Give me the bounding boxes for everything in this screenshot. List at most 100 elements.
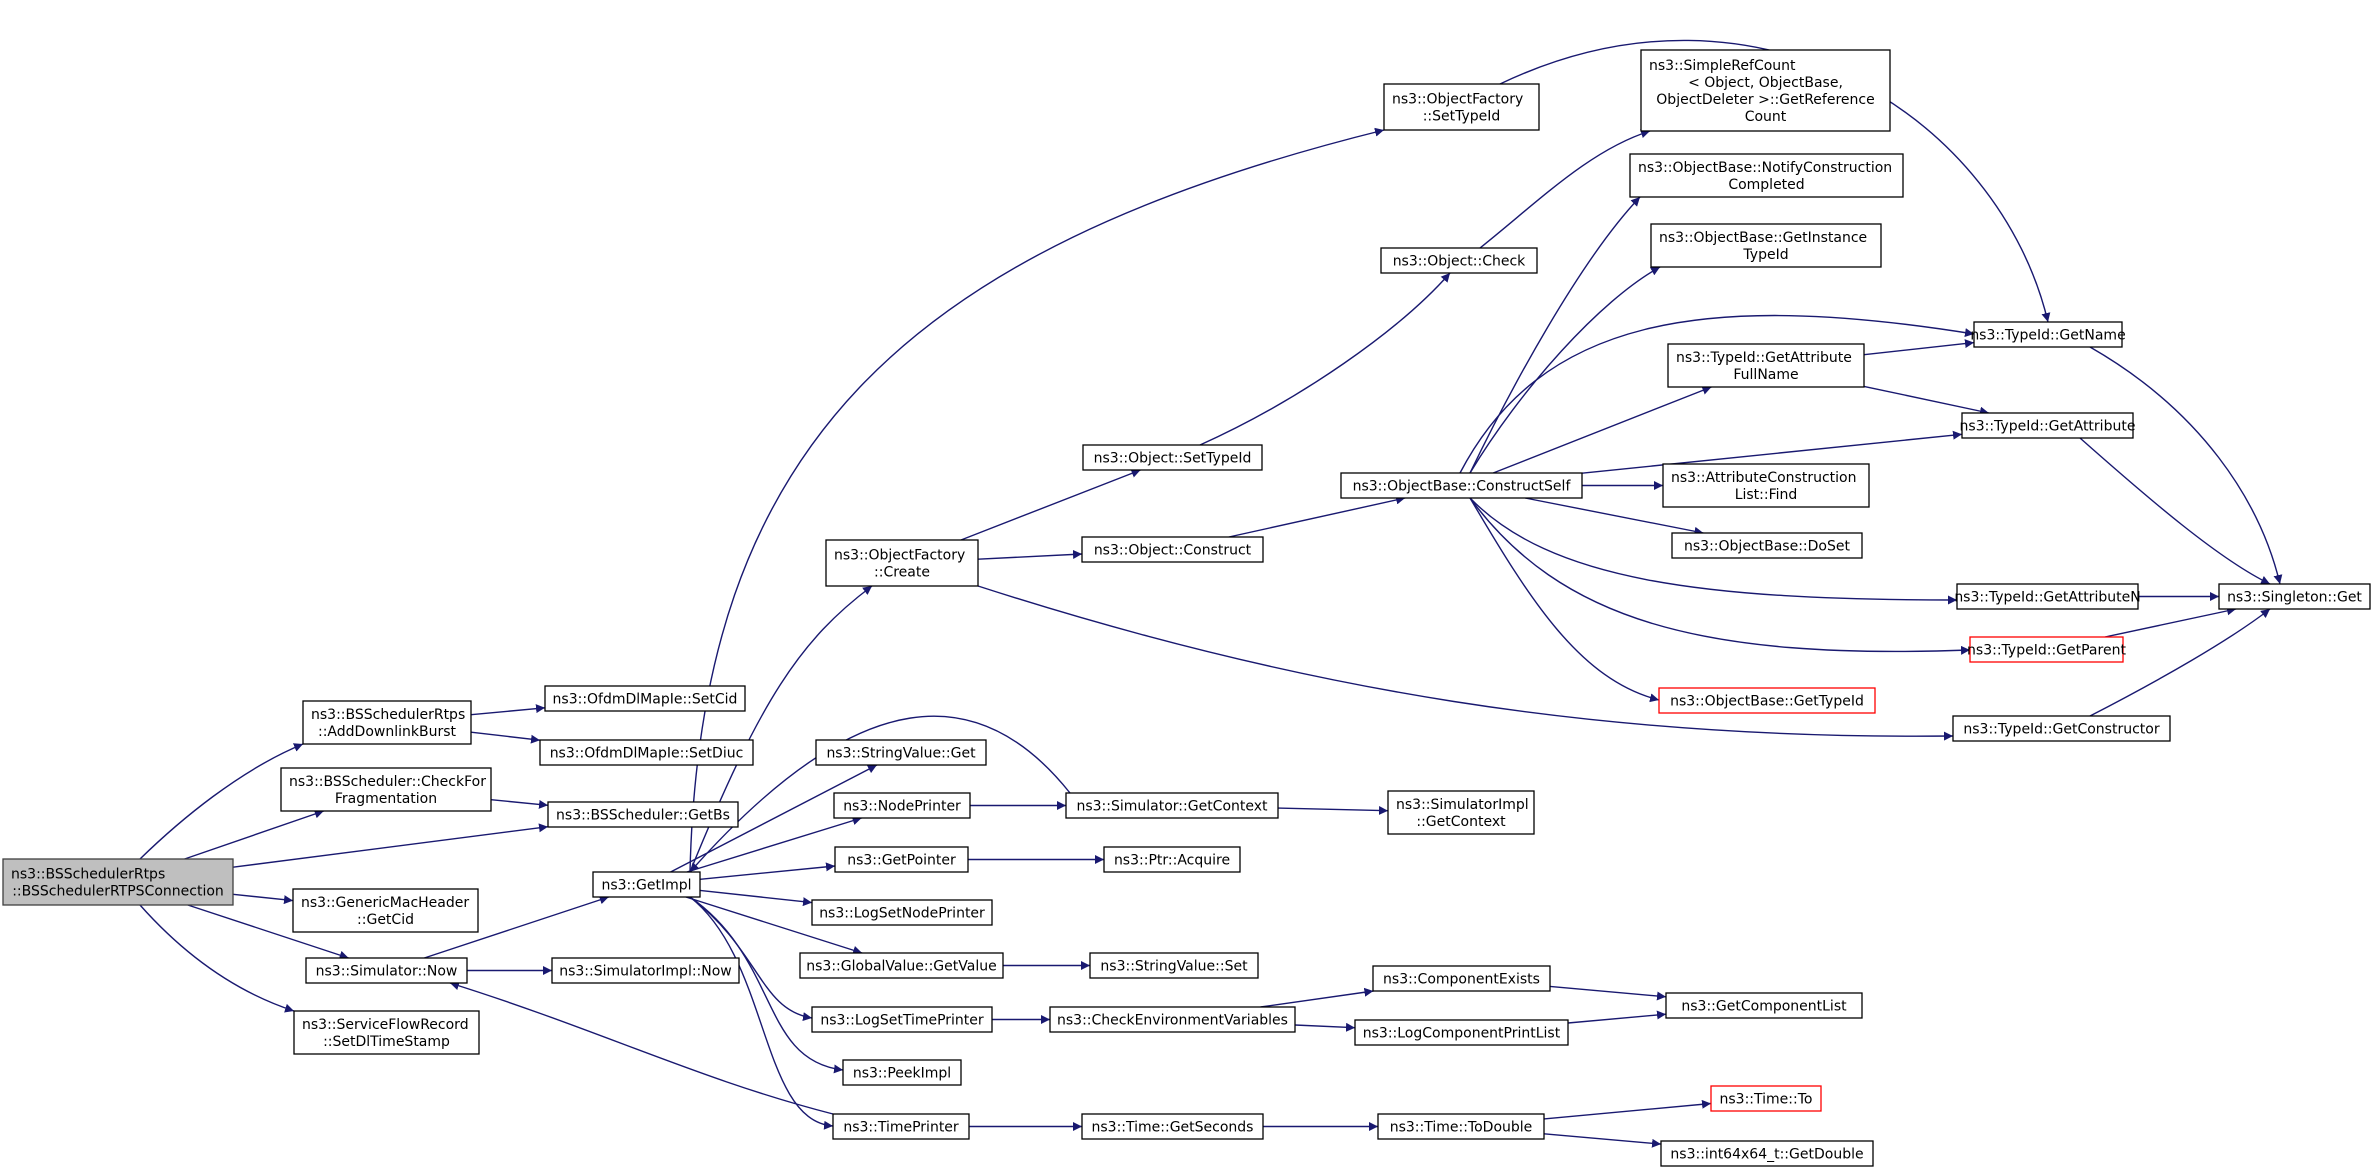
node-box[interactable]	[1952, 715, 2171, 742]
node-logComponentPrintList[interactable]: ns3::LogComponentPrintList	[1354, 1019, 1569, 1046]
node-logSetNodePrinter[interactable]: ns3::LogSetNodePrinter	[811, 899, 993, 926]
node-getComponentList[interactable]: ns3::GetComponentList	[1665, 992, 1863, 1019]
node-tidGetAttributeN[interactable]: ns3::TypeId::GetAttributeN	[1954, 583, 2141, 610]
node-box[interactable]	[834, 846, 969, 873]
node-getBs[interactable]: ns3::BSScheduler::GetBs	[547, 801, 739, 828]
node-simNow[interactable]: ns3::Simulator::Now	[305, 957, 468, 984]
node-componentExists[interactable]: ns3::ComponentExists	[1372, 965, 1551, 992]
node-int64GetDouble[interactable]: ns3::int64x64_t::GetDouble	[1660, 1140, 1874, 1167]
node-box[interactable]	[1081, 536, 1264, 563]
node-box[interactable]	[2218, 583, 2371, 610]
node-tidGetParent[interactable]: ns3::TypeId::GetParent	[1967, 636, 2126, 663]
node-box[interactable]	[1354, 1019, 1569, 1046]
node-box[interactable]	[1973, 321, 2123, 348]
node-box[interactable]	[1640, 49, 1891, 132]
node-box[interactable]	[1377, 1113, 1545, 1140]
node-setCid[interactable]: ns3::OfdmDlMapIe::SetCid	[544, 685, 746, 712]
node-box[interactable]	[280, 767, 492, 812]
node-box[interactable]	[1961, 412, 2134, 439]
node-box[interactable]	[293, 1010, 480, 1055]
node-box[interactable]	[1081, 1113, 1264, 1140]
node-box[interactable]	[1667, 343, 1865, 388]
node-svGet[interactable]: ns3::StringValue::Get	[815, 739, 987, 766]
node-gvGetValue[interactable]: ns3::GlobalValue::GetValue	[799, 952, 1004, 979]
node-tidGetAttribute[interactable]: ns3::TypeId::GetAttribute	[1960, 412, 2136, 439]
node-timeTo[interactable]: ns3::Time::To	[1710, 1085, 1822, 1112]
node-singletonGet[interactable]: ns3::Singleton::Get	[2218, 583, 2371, 610]
node-constructSelf[interactable]: ns3::ObjectBase::ConstructSelf	[1340, 472, 1583, 499]
node-box[interactable]	[1650, 223, 1882, 268]
node-checkEnvVars[interactable]: ns3::CheckEnvironmentVariables	[1049, 1006, 1296, 1033]
node-ofSetTypeId[interactable]: ns3::ObjectFactory::SetTypeId	[1383, 83, 1540, 131]
node-box[interactable]	[1387, 790, 1535, 835]
node-box[interactable]	[1969, 636, 2124, 663]
node-box[interactable]	[825, 539, 979, 587]
node-svSet[interactable]: ns3::StringValue::Set	[1089, 952, 1259, 979]
node-obGetTypeId[interactable]: ns3::ObjectBase::GetTypeId	[1658, 687, 1876, 714]
node-box[interactable]	[547, 801, 739, 828]
node-box[interactable]	[1089, 952, 1259, 979]
node-box[interactable]	[1629, 153, 1904, 198]
node-box[interactable]	[1665, 992, 1863, 1019]
node-tidGetConstructor[interactable]: ns3::TypeId::GetConstructor	[1952, 715, 2171, 742]
node-logSetTimePrinter[interactable]: ns3::LogSetTimePrinter	[811, 1006, 993, 1033]
node-srcGetRefCount[interactable]: ns3::SimpleRefCount< Object, ObjectBase,…	[1640, 49, 1891, 132]
node-simGetContext[interactable]: ns3::Simulator::GetContext	[1065, 792, 1279, 819]
node-box[interactable]	[1340, 472, 1583, 499]
node-obDoSet[interactable]: ns3::ObjectBase::DoSet	[1671, 532, 1863, 559]
node-box[interactable]	[305, 957, 468, 984]
node-box[interactable]	[832, 1113, 970, 1140]
node-box[interactable]	[811, 1006, 993, 1033]
node-timeGetSeconds[interactable]: ns3::Time::GetSeconds	[1081, 1113, 1264, 1140]
node-ofCreate[interactable]: ns3::ObjectFactory::Create	[825, 539, 979, 587]
node-timeToDouble[interactable]: ns3::Time::ToDouble	[1377, 1113, 1545, 1140]
node-tidGetName[interactable]: ns3::TypeId::GetName	[1970, 321, 2126, 348]
node-box[interactable]	[1082, 444, 1263, 471]
node-setDlTimeStamp[interactable]: ns3::ServiceFlowRecord::SetDlTimeStamp	[293, 1010, 480, 1055]
node-box[interactable]	[302, 700, 472, 745]
node-box[interactable]	[799, 952, 1004, 979]
node-box[interactable]	[1049, 1006, 1296, 1033]
node-box[interactable]	[1103, 846, 1241, 873]
node-genericGetCid[interactable]: ns3::GenericMacHeader::GetCid	[292, 888, 479, 933]
node-box[interactable]	[1383, 83, 1540, 131]
node-box[interactable]	[1660, 1140, 1874, 1167]
node-box[interactable]	[1662, 463, 1870, 508]
node-nodePrinter[interactable]: ns3::NodePrinter	[833, 792, 971, 819]
node-box[interactable]	[551, 957, 740, 984]
node-timePrinter[interactable]: ns3::TimePrinter	[832, 1113, 970, 1140]
node-objSetTypeId[interactable]: ns3::Object::SetTypeId	[1082, 444, 1263, 471]
node-box[interactable]	[815, 739, 987, 766]
node-box[interactable]	[1065, 792, 1279, 819]
node-peekImpl[interactable]: ns3::PeekImpl	[842, 1059, 962, 1086]
node-box[interactable]	[811, 899, 993, 926]
node-box[interactable]	[1372, 965, 1551, 992]
node-ptrAcquire[interactable]: ns3::Ptr::Acquire	[1103, 846, 1241, 873]
node-box[interactable]	[1380, 247, 1538, 274]
node-box[interactable]	[842, 1059, 962, 1086]
node-box[interactable]	[592, 871, 701, 898]
node-objConstruct[interactable]: ns3::Object::Construct	[1081, 536, 1264, 563]
node-box[interactable]	[539, 739, 754, 766]
node-simImplGetContext[interactable]: ns3::SimulatorImpl::GetContext	[1387, 790, 1535, 835]
node-addDownlinkBurst[interactable]: ns3::BSSchedulerRtps::AddDownlinkBurst	[302, 700, 472, 745]
node-objCheck[interactable]: ns3::Object::Check	[1380, 247, 1538, 274]
node-box[interactable]	[2, 858, 234, 906]
node-box[interactable]	[1956, 583, 2139, 610]
node-box[interactable]	[833, 792, 971, 819]
node-notifyConstruction[interactable]: ns3::ObjectBase::NotifyConstructionCompl…	[1629, 153, 1904, 198]
node-simImplNow[interactable]: ns3::SimulatorImpl::Now	[551, 957, 740, 984]
node-box[interactable]	[544, 685, 746, 712]
node-box[interactable]	[292, 888, 479, 933]
node-getImpl[interactable]: ns3::GetImpl	[592, 871, 701, 898]
node-box[interactable]	[1658, 687, 1876, 714]
node-box[interactable]	[1671, 532, 1863, 559]
node-root[interactable]: ns3::BSSchedulerRtps::BSSchedulerRTPSCon…	[2, 858, 234, 906]
node-box[interactable]	[1710, 1085, 1822, 1112]
node-setDiuc[interactable]: ns3::OfdmDlMapIe::SetDiuc	[539, 739, 754, 766]
node-getPointer[interactable]: ns3::GetPointer	[834, 846, 969, 873]
